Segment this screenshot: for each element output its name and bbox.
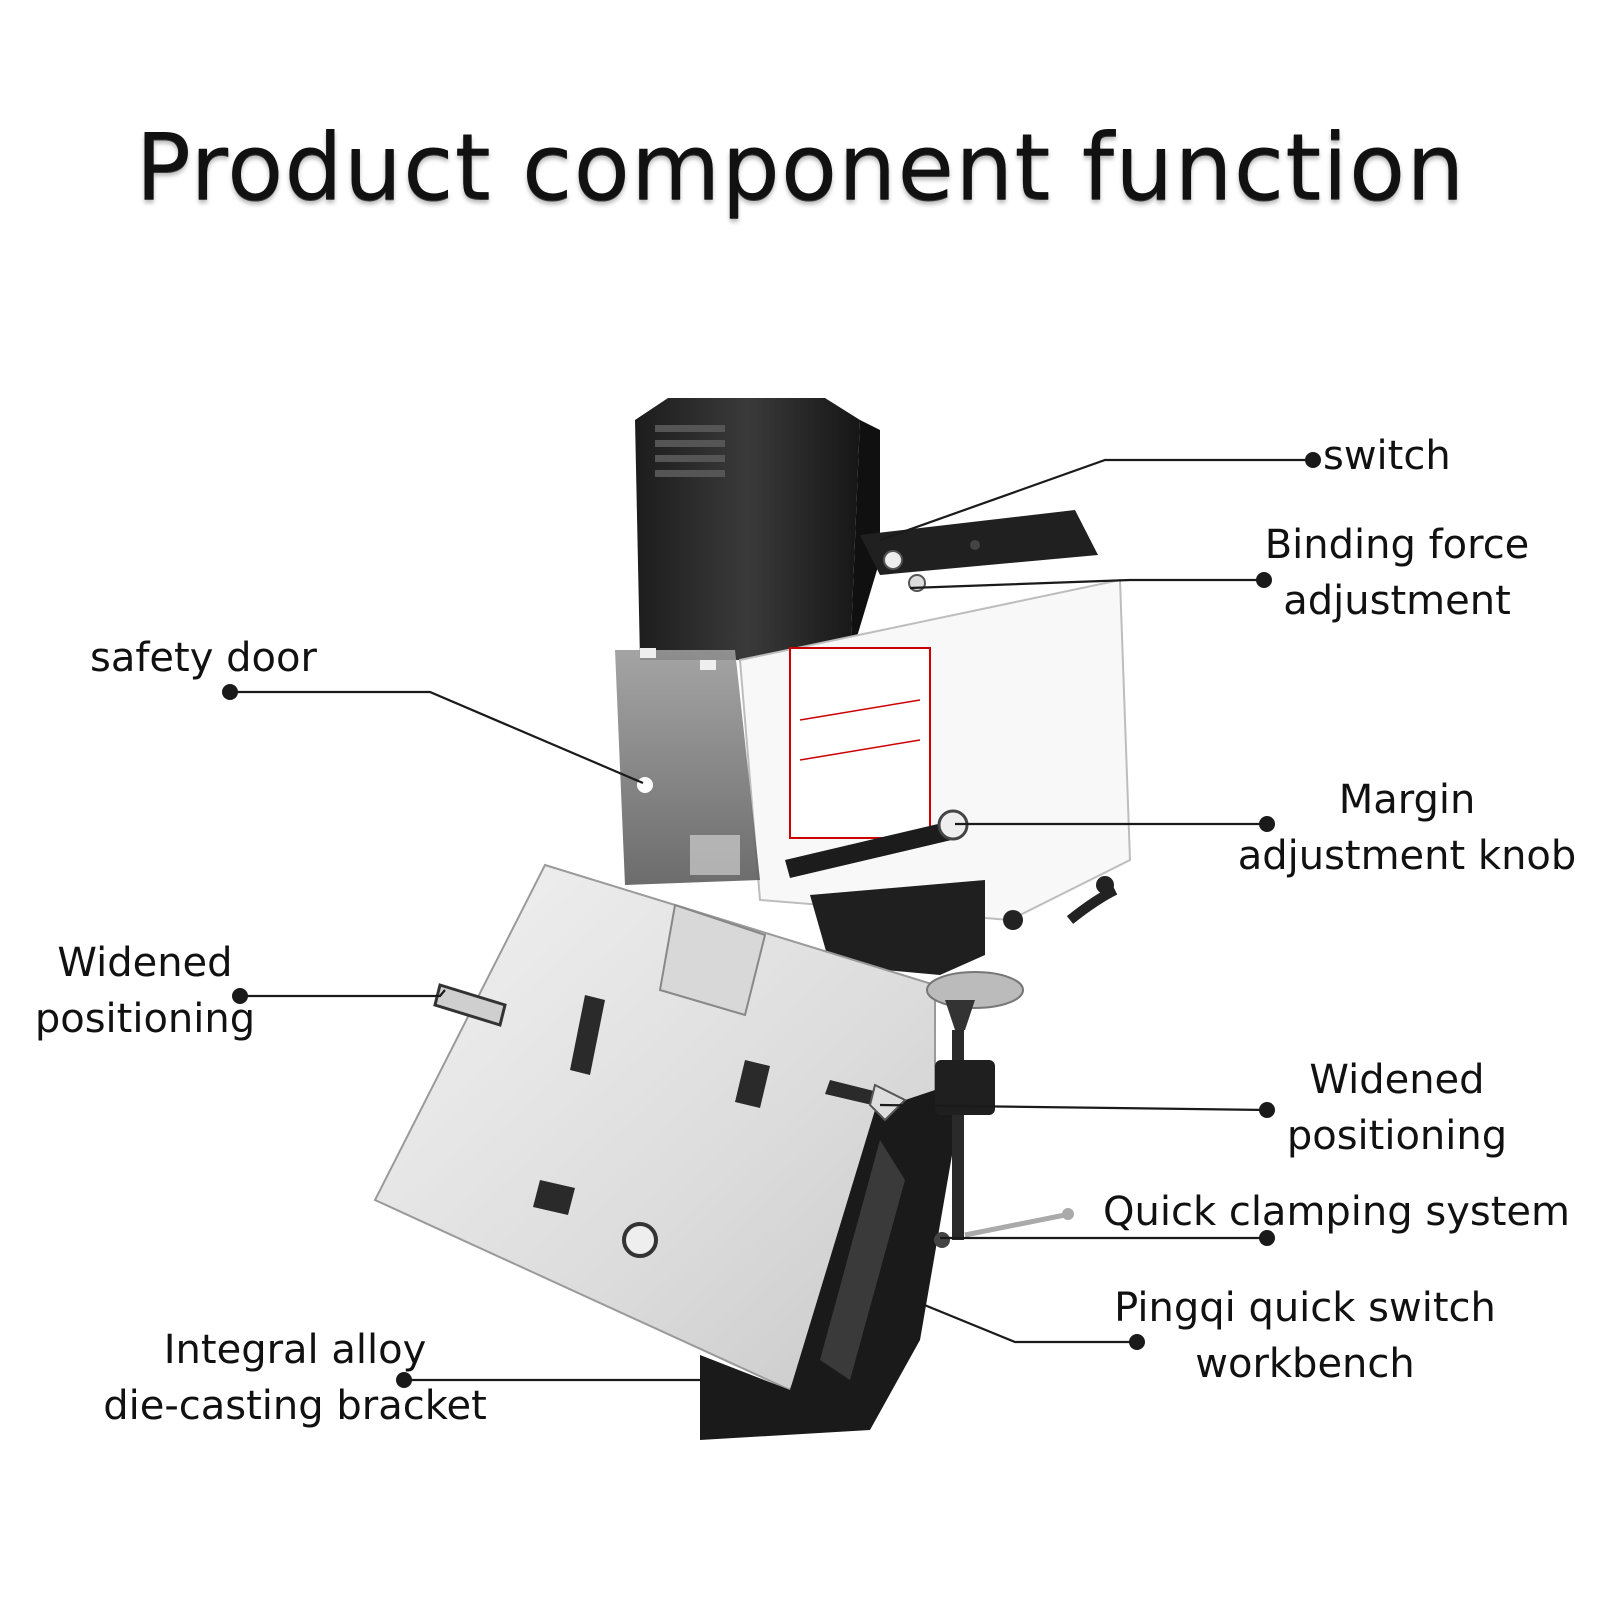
- label-margin-knob: Margin adjustment knob: [1222, 772, 1592, 884]
- dot-clamping: [1259, 1230, 1275, 1246]
- label-integral-alloy: Integral alloy die-casting bracket: [80, 1322, 510, 1434]
- leader-lines: [230, 458, 1313, 1382]
- label-quick-clamping-line: Quick clamping system: [1103, 1189, 1570, 1235]
- label-binding-force-line1: Binding force: [1264, 522, 1530, 568]
- leader-widened-right: [879, 1103, 1268, 1112]
- label-switch: switch: [1323, 428, 1451, 484]
- leader-binding: [909, 578, 1264, 590]
- label-integral-alloy-line1: Integral alloy: [163, 1327, 427, 1373]
- dot-widened-left: [232, 988, 248, 1004]
- label-widened-left: Widened positioning: [20, 935, 270, 1047]
- workbench-plate: [373, 863, 936, 1392]
- label-binding-force-line2: adjustment: [1283, 578, 1511, 624]
- label-safety-door: safety door: [90, 630, 317, 686]
- dot-margin: [1259, 816, 1275, 832]
- stapler-head: [635, 398, 1098, 660]
- label-binding-force: Binding force adjustment: [1252, 517, 1542, 629]
- label-widened-left-line1: Widened: [57, 940, 233, 986]
- die-casting-bracket: [700, 1080, 965, 1440]
- clamp-hardware: [868, 971, 1074, 1248]
- label-pingqi: Pingqi quick switch workbench: [1095, 1280, 1515, 1392]
- stapler-body: [738, 578, 1132, 975]
- label-pingqi-line1: Pingqi quick switch: [1114, 1285, 1496, 1331]
- leader-pingqi: [899, 1293, 1137, 1344]
- label-integral-alloy-line2: die-casting bracket: [103, 1383, 487, 1429]
- dot-widened-right: [1259, 1102, 1275, 1118]
- label-quick-clamping: Quick clamping system: [1103, 1184, 1570, 1240]
- label-widened-left-line2: positioning: [34, 996, 256, 1042]
- leader-widened-left: [240, 989, 446, 998]
- label-margin-knob-line1: Margin: [1338, 777, 1476, 823]
- leader-safety-door: [230, 690, 644, 785]
- safety-door-part: [615, 648, 760, 885]
- label-safety-door-line: safety door: [90, 635, 317, 681]
- dot-pingqi: [1129, 1334, 1145, 1350]
- page-title: Product component function: [135, 114, 1466, 221]
- label-widened-right-line1: Widened: [1309, 1057, 1485, 1103]
- label-margin-knob-line2: adjustment knob: [1237, 833, 1577, 879]
- label-pingqi-line2: workbench: [1195, 1341, 1415, 1387]
- dot-switch: [1305, 452, 1321, 468]
- dot-integral: [396, 1372, 412, 1388]
- dot-safety-door: [222, 684, 238, 700]
- label-widened-right: Widened positioning: [1272, 1052, 1522, 1164]
- leader-dots: [222, 452, 1321, 1388]
- leader-switch: [879, 458, 1313, 542]
- dot-binding: [1256, 572, 1272, 588]
- label-widened-right-line2: positioning: [1286, 1113, 1508, 1159]
- label-switch-line: switch: [1323, 433, 1451, 479]
